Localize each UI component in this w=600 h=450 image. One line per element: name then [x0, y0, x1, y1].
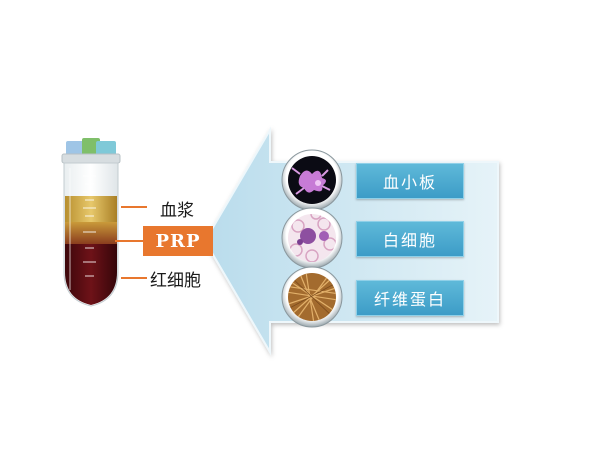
tube-cap-left: [66, 141, 86, 157]
platelet-micrograph-icon: [281, 149, 343, 211]
tube-cap-middle: [82, 138, 100, 156]
tube-cap-right: [96, 141, 116, 157]
prp-label: PRP: [143, 226, 213, 256]
white-blood-cell-micrograph-icon: [281, 207, 343, 269]
prp-leader-line: [115, 240, 143, 242]
fibrin-micrograph-icon: [281, 266, 343, 328]
platelet-button[interactable]: 血小板: [356, 163, 464, 199]
fibrin-button[interactable]: 纤维蛋白: [356, 280, 464, 316]
rbc-label: 红细胞: [150, 271, 201, 291]
plasma-label: 血浆: [160, 201, 194, 221]
plasma-leader-line: [121, 206, 147, 208]
rbc-leader-line: [121, 277, 147, 279]
white-blood-cell-button[interactable]: 白细胞: [356, 221, 464, 257]
